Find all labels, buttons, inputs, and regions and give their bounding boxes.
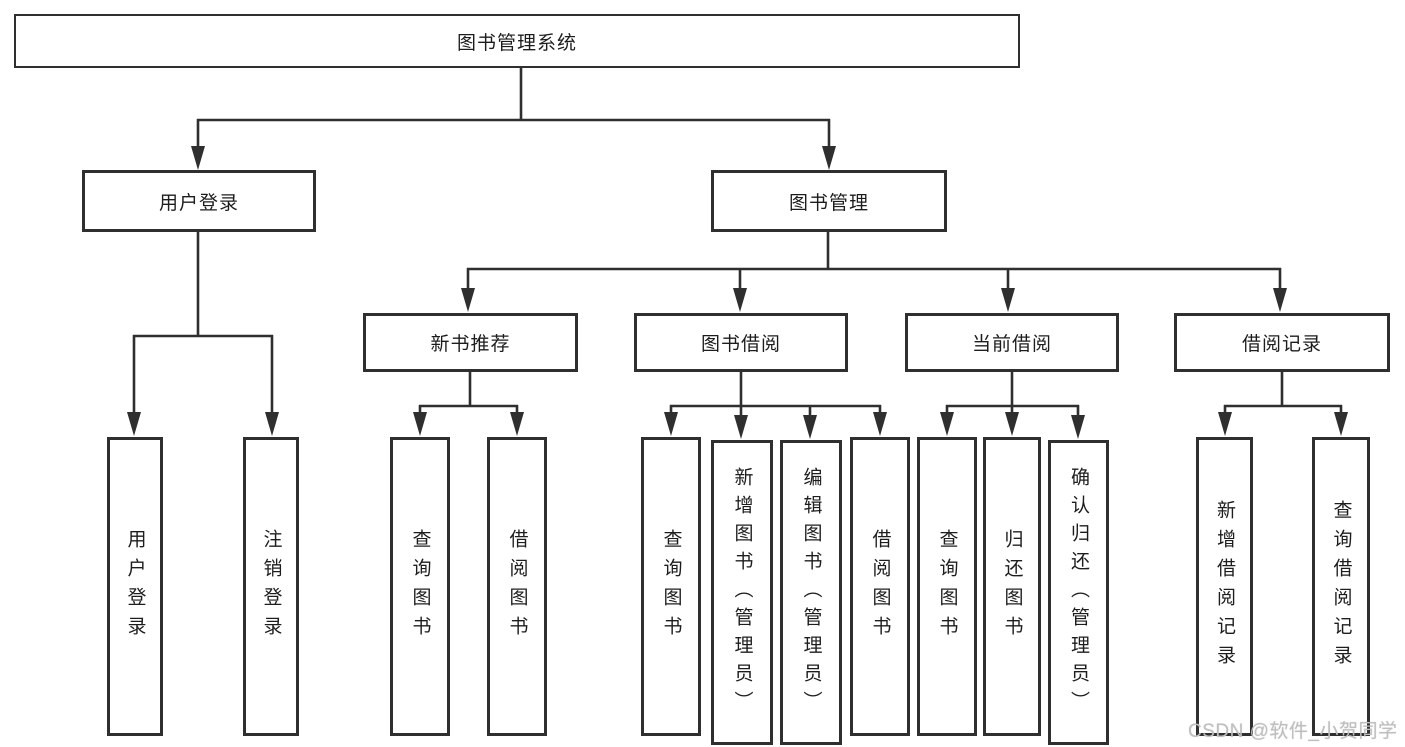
- node-query-books-recommend: 查询图书: [390, 437, 450, 736]
- watermark-text: CSDN @软件_小贺同学: [1188, 721, 1398, 742]
- node-edit-book-admin: 编辑图书（管理员）: [780, 440, 842, 745]
- node-query-borrow-record: 查询借阅记录: [1312, 437, 1370, 736]
- node-library-system: 图书管理系统: [14, 14, 1020, 68]
- node-label: 查询借阅记录: [1330, 499, 1352, 674]
- node-user-login: 用户登录: [82, 170, 316, 232]
- node-book-management: 图书管理: [711, 170, 947, 232]
- node-book-borrowing: 图书借阅: [634, 313, 848, 372]
- node-return-book: 归还图书: [983, 437, 1041, 736]
- node-label: 查询图书: [936, 528, 958, 645]
- node-label: 新增图书（管理员）: [731, 466, 753, 719]
- node-borrow-book-recommend: 借阅图书: [487, 437, 547, 736]
- node-borrow-book-borrowing: 借阅图书: [850, 437, 910, 736]
- node-logout: 注销登录: [243, 437, 299, 736]
- node-user-login-leaf: 用户登录: [107, 437, 163, 736]
- node-label: 编辑图书（管理员）: [800, 466, 822, 719]
- node-label: 新增借阅记录: [1214, 499, 1235, 674]
- node-label: 借阅图书: [869, 528, 891, 645]
- node-label: 注销登录: [260, 528, 282, 645]
- node-new-book-recommend: 新书推荐: [363, 313, 578, 372]
- node-confirm-return-admin: 确认归还（管理员）: [1048, 440, 1109, 745]
- node-query-books-borrowing: 查询图书: [641, 437, 701, 736]
- node-label: 用户登录: [124, 528, 146, 645]
- node-label: 查询图书: [660, 528, 682, 645]
- node-borrow-records: 借阅记录: [1174, 313, 1390, 372]
- node-query-books-current: 查询图书: [917, 437, 977, 736]
- node-add-book-admin: 新增图书（管理员）: [711, 440, 773, 745]
- node-current-borrowing: 当前借阅: [905, 313, 1119, 372]
- node-add-borrow-record: 新增借阅记录: [1196, 437, 1253, 736]
- node-label: 查询图书: [409, 528, 431, 645]
- node-label: 确认归还（管理员）: [1068, 466, 1089, 719]
- node-label: 归还图书: [1001, 528, 1023, 645]
- node-label: 借阅图书: [506, 528, 528, 645]
